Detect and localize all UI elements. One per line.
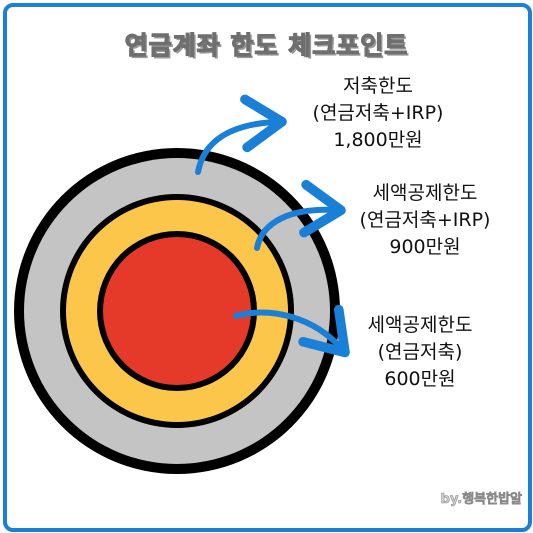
label-outer: 저축한도 (연금저축+IRP) 1,800만원	[283, 73, 473, 154]
label-middle-line1: 세액공제한도	[372, 182, 478, 204]
arrow-middle	[254, 179, 346, 251]
inner-circle	[103, 237, 251, 385]
label-middle-line3: 900만원	[389, 236, 461, 258]
label-inner: 세액공제한도 (연금저축) 600만원	[345, 312, 495, 393]
label-inner-line1: 세액공제한도	[367, 314, 473, 336]
diagram-title: 연금계좌 한도 체크포인트	[124, 30, 409, 60]
credit-text: by.행복한밥알	[440, 492, 522, 508]
label-outer-line1: 저축한도	[343, 75, 413, 97]
label-outer-line3: 1,800만원	[333, 129, 423, 151]
arrow-outer	[195, 94, 287, 175]
label-middle: 세액공제한도 (연금저축+IRP) 900만원	[330, 180, 520, 261]
label-middle-line2: (연금저축+IRP)	[359, 209, 491, 231]
label-outer-line2: (연금저축+IRP)	[312, 102, 444, 124]
arrow-inner	[233, 304, 350, 358]
label-inner-line2: (연금저축)	[377, 341, 463, 363]
label-inner-line3: 600만원	[384, 368, 456, 390]
